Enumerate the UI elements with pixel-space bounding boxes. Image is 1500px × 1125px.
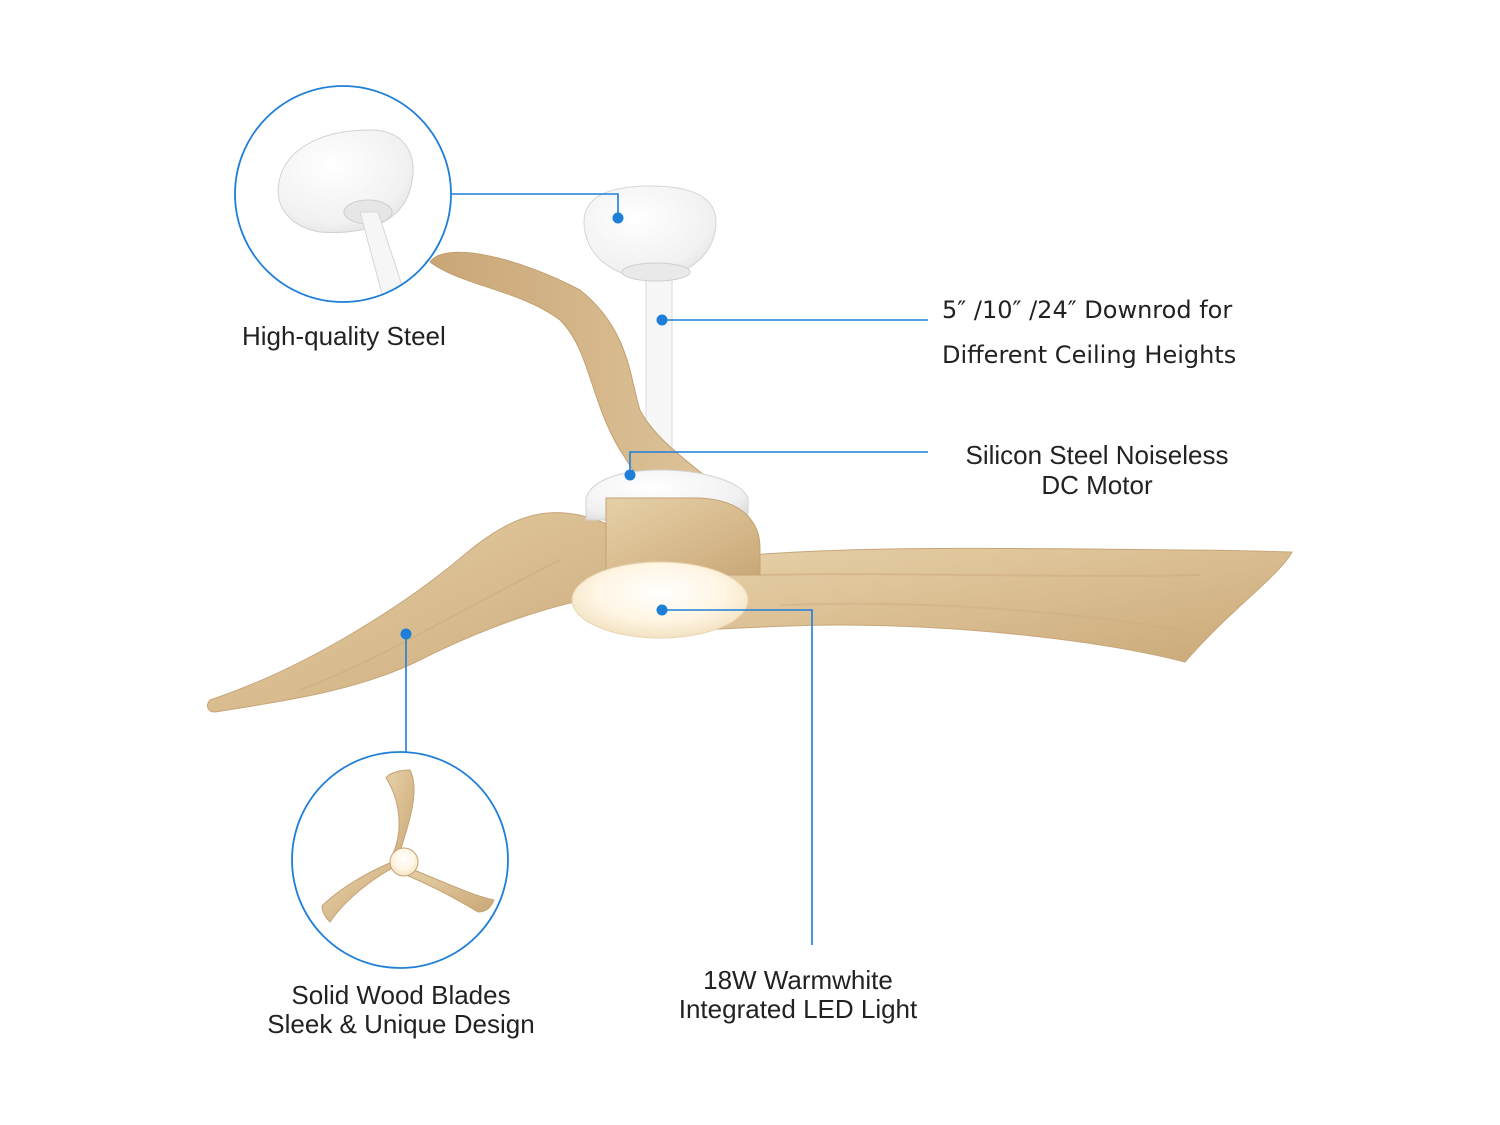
led-light-kit <box>571 561 749 639</box>
right-wood-blade <box>699 547 1293 663</box>
blades-label: Solid Wood Blades Sleek & Unique Design <box>248 981 554 1039</box>
motor-label-line2: DC Motor <box>1041 470 1153 500</box>
steel-label: High-quality Steel <box>242 321 446 351</box>
ceiling-canopy <box>583 185 717 279</box>
downrod-label-line2: Different Ceiling Heights <box>942 341 1237 369</box>
callout-dots <box>400 212 668 640</box>
downrod-label-line1: 5″ /10″ /24″ Downrod for <box>942 296 1233 324</box>
fan-top-view-zoom <box>291 751 509 969</box>
motor-label: Silicon Steel Noiseless DC Motor <box>950 440 1244 500</box>
light-label-line1: 18W Warmwhite <box>703 965 893 995</box>
callout-dot-blade <box>400 628 412 640</box>
callout-dot-motor <box>624 469 636 481</box>
steel-detail-zoom <box>234 85 452 303</box>
light-label: 18W Warmwhite Integrated LED Light <box>660 966 936 1024</box>
callout-lines <box>405 193 928 945</box>
blades-label-line2: Sleek & Unique Design <box>267 1009 535 1039</box>
blades-label-line1: Solid Wood Blades <box>291 980 511 1010</box>
downrod-label: 5″ /10″ /24″ Downrod for Different Ceili… <box>942 288 1236 378</box>
callout-dot-steel <box>612 212 624 224</box>
left-wood-blade <box>207 512 641 713</box>
motor-label-line1: Silicon Steel Noiseless <box>965 440 1229 470</box>
callout-dot-light <box>656 604 668 616</box>
light-label-line2: Integrated LED Light <box>678 994 918 1024</box>
callout-dot-downrod <box>656 314 668 326</box>
